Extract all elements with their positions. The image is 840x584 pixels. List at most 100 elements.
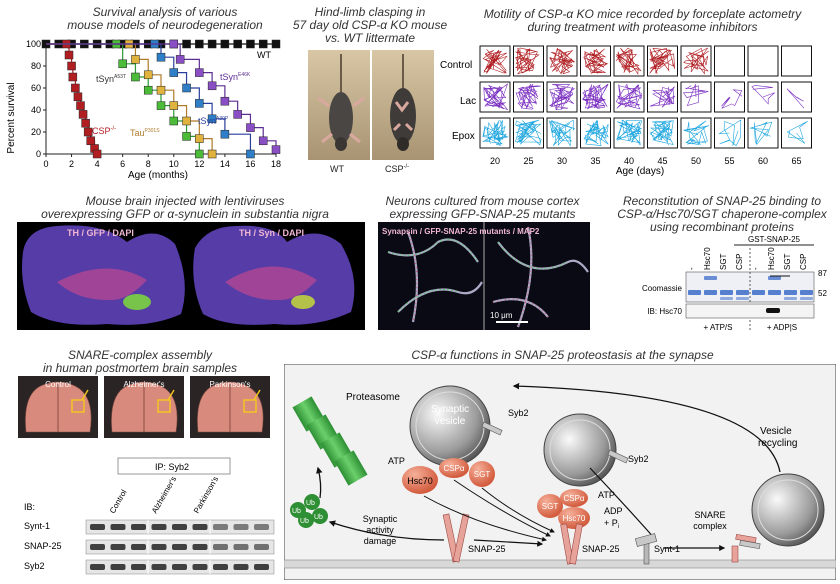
brain-roi-box — [157, 399, 171, 413]
clasping-csp-sup: -/- — [403, 164, 410, 170]
clasping-title-line3: vs. WT littermate — [324, 31, 415, 45]
ko-mouse-head — [397, 137, 409, 151]
recon-coomassie-band — [784, 290, 797, 295]
survival-marker-csp — [67, 61, 76, 71]
recon-lane-label: Hsc70 — [703, 247, 712, 270]
snare-blot-band — [254, 524, 269, 530]
recon-lane-label: CSP — [799, 254, 808, 270]
survival-marker-tau — [195, 134, 204, 143]
survival-marker-e46k — [169, 39, 179, 49]
syb2-b — [607, 449, 629, 464]
sgt-label-b: SGT — [542, 502, 559, 511]
neurons-gfp-puncta — [387, 239, 569, 313]
a53t-name: tSyn — [96, 74, 114, 84]
recon-coomassie-band — [768, 290, 781, 295]
wt-mouse-legs — [317, 96, 365, 144]
motility-trace — [549, 84, 576, 111]
motility-box — [781, 45, 812, 77]
damage-label-3: damage — [364, 536, 397, 546]
brain-roi-arrow — [253, 389, 261, 401]
tau-sup: P301S — [145, 128, 161, 134]
neurons-title-line1: Neurons cultured from mouse cortex — [385, 194, 580, 208]
motility-tick-label: 55 — [724, 156, 734, 166]
recon-hsc70-band — [704, 276, 717, 280]
synaptic-vesicle-b — [543, 413, 617, 487]
survival-marker-wt — [207, 39, 217, 49]
a30p-name: tSyn — [198, 116, 216, 126]
survival-title-line2: mouse models of neurodegeneration — [67, 18, 263, 32]
survival-label-wt: WT — [257, 50, 271, 60]
motility-trace — [615, 47, 642, 75]
motility-tick-label: 35 — [590, 156, 600, 166]
adp-label: ADP — [604, 506, 623, 516]
survival-y-tick-label: 80 — [31, 61, 41, 71]
motility-title-line1: Motility of CSP-α KO mice recorded by fo… — [483, 7, 802, 21]
survival-marker-e46k — [195, 68, 204, 77]
motility-tick-label: 25 — [523, 156, 533, 166]
motility-row-control: Control — [440, 60, 472, 71]
motility-trace — [615, 83, 643, 110]
chaperone-arrow-3 — [481, 487, 555, 533]
damage-label-1: Synaptic — [363, 514, 398, 524]
survival-marker-a53t — [156, 101, 166, 110]
brain-roi-arrow — [81, 389, 89, 401]
snare-blot-band — [90, 524, 105, 530]
motility-trace — [719, 119, 742, 147]
atp-label-b: ATP — [598, 490, 615, 500]
plasma-membrane — [284, 559, 836, 569]
synaptic-vesicle-label-1: Synaptic — [431, 404, 469, 415]
survival-ylabel: Percent survival — [6, 82, 17, 153]
recon-ib-label: IB: Hsc70 — [647, 307, 682, 316]
snap25-monomer-a — [442, 513, 470, 563]
motility-trace — [616, 119, 643, 146]
snap25-label-a: SNAP-25 — [468, 544, 506, 554]
motility-trace — [515, 119, 542, 146]
synt1-label: Synt-1 — [654, 544, 680, 554]
hsc70-b — [558, 507, 590, 529]
snare-blot-band — [192, 564, 208, 570]
chaperone-arrow-1 — [423, 495, 547, 542]
snare-title-line1: SNARE-complex assembly — [67, 348, 213, 362]
snare-complex-label-2: complex — [693, 521, 727, 531]
csp-sup: -/- — [111, 126, 117, 132]
snare-ip-label: IP: Syb2 — [155, 462, 189, 472]
neurons-title-line2: expressing GFP-SNAP-25 mutants — [389, 207, 576, 221]
brain-right-syn-signal — [291, 295, 315, 309]
syntaxin-1 — [634, 533, 658, 565]
survival-marker-a53t — [169, 116, 179, 126]
survival-title: Survival analysis of various mouse model… — [40, 6, 290, 32]
motility-boxes — [479, 45, 812, 149]
brain-roi-box — [71, 399, 85, 413]
motility-row-epox: Epox — [452, 131, 475, 142]
ub-label-4: Ub — [314, 514, 323, 521]
hsc70-label-b: Hsc70 — [563, 514, 586, 523]
wt-mouse-body — [329, 92, 353, 144]
motility-trace — [515, 83, 541, 110]
recon-coomassie-band — [720, 290, 733, 295]
recon-lane-label: CSP — [735, 254, 744, 270]
snare-ip-box — [117, 457, 231, 475]
motility-trace — [682, 84, 709, 106]
survival-marker-a53t — [182, 132, 191, 141]
motility-tick-label: 50 — [691, 156, 701, 166]
survival-marker-csp — [68, 72, 78, 82]
survival-marker-e46k — [258, 136, 268, 146]
snare-blot-band — [131, 524, 146, 530]
e46k-sup: E46K — [238, 72, 251, 78]
survival-marker-csp — [92, 149, 102, 159]
survival-marker-a30p — [207, 114, 217, 124]
survival-marker-csp — [73, 92, 83, 102]
csp-name: CSP — [92, 126, 111, 136]
survival-marker-tau — [169, 101, 179, 110]
clasping-title-line2: 57 day old CSP-α KO mouse — [292, 18, 448, 32]
survival-xlabel: Age (months) — [128, 170, 188, 180]
survival-y-tick-label: 60 — [31, 83, 41, 93]
csp-a — [439, 458, 469, 478]
synaptic-vesicle-label-2: vesicle — [435, 416, 466, 427]
survival-marker-csp — [86, 136, 95, 146]
motility-trace — [683, 120, 710, 145]
motility-tick-label: 45 — [657, 156, 667, 166]
snare-blot-band — [254, 544, 269, 550]
brain-title-line1: Mouse brain injected with lentiviruses — [85, 194, 285, 208]
hsc70-a — [402, 466, 438, 494]
